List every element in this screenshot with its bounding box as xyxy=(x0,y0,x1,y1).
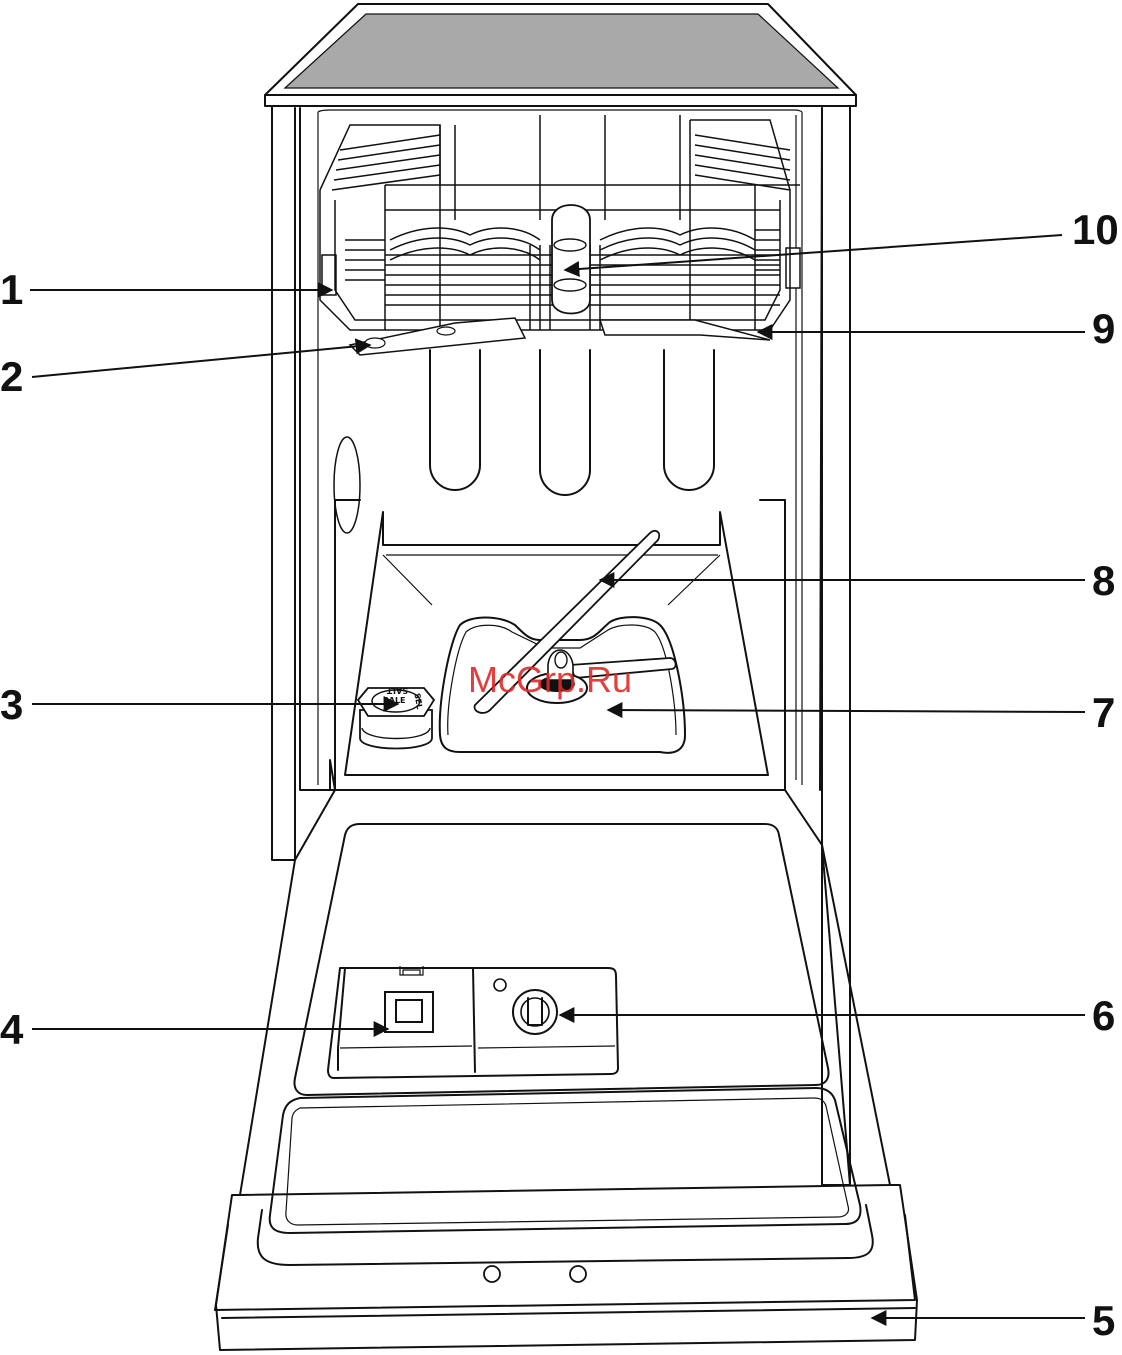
callout-8: 8 xyxy=(1092,557,1115,604)
callout-10: 10 xyxy=(1072,206,1119,253)
callout-leaders xyxy=(30,235,1085,1318)
callout-6: 6 xyxy=(1092,992,1115,1039)
worktop xyxy=(265,4,856,106)
leader-10 xyxy=(565,235,1062,270)
detergent-dispenser xyxy=(328,966,618,1078)
watermark: McGrp.Ru xyxy=(468,659,632,700)
leader-2 xyxy=(32,345,370,377)
spray-channels xyxy=(430,350,714,495)
salt-container-cap: SALE SALT SEL xyxy=(358,686,434,749)
upper-spray-tube xyxy=(552,205,590,314)
leader-7 xyxy=(608,710,1085,712)
callout-5: 5 xyxy=(1092,1297,1115,1344)
salt-cap-label-salt: SALT xyxy=(386,686,408,695)
callout-9: 9 xyxy=(1092,305,1115,352)
callout-3: 3 xyxy=(0,681,23,728)
door xyxy=(215,760,917,1350)
callout-1: 1 xyxy=(0,266,23,313)
callout-2: 2 xyxy=(0,353,23,400)
callout-4: 4 xyxy=(0,1006,24,1053)
upper-spray-arm xyxy=(350,318,770,355)
callout-7: 7 xyxy=(1092,689,1115,736)
